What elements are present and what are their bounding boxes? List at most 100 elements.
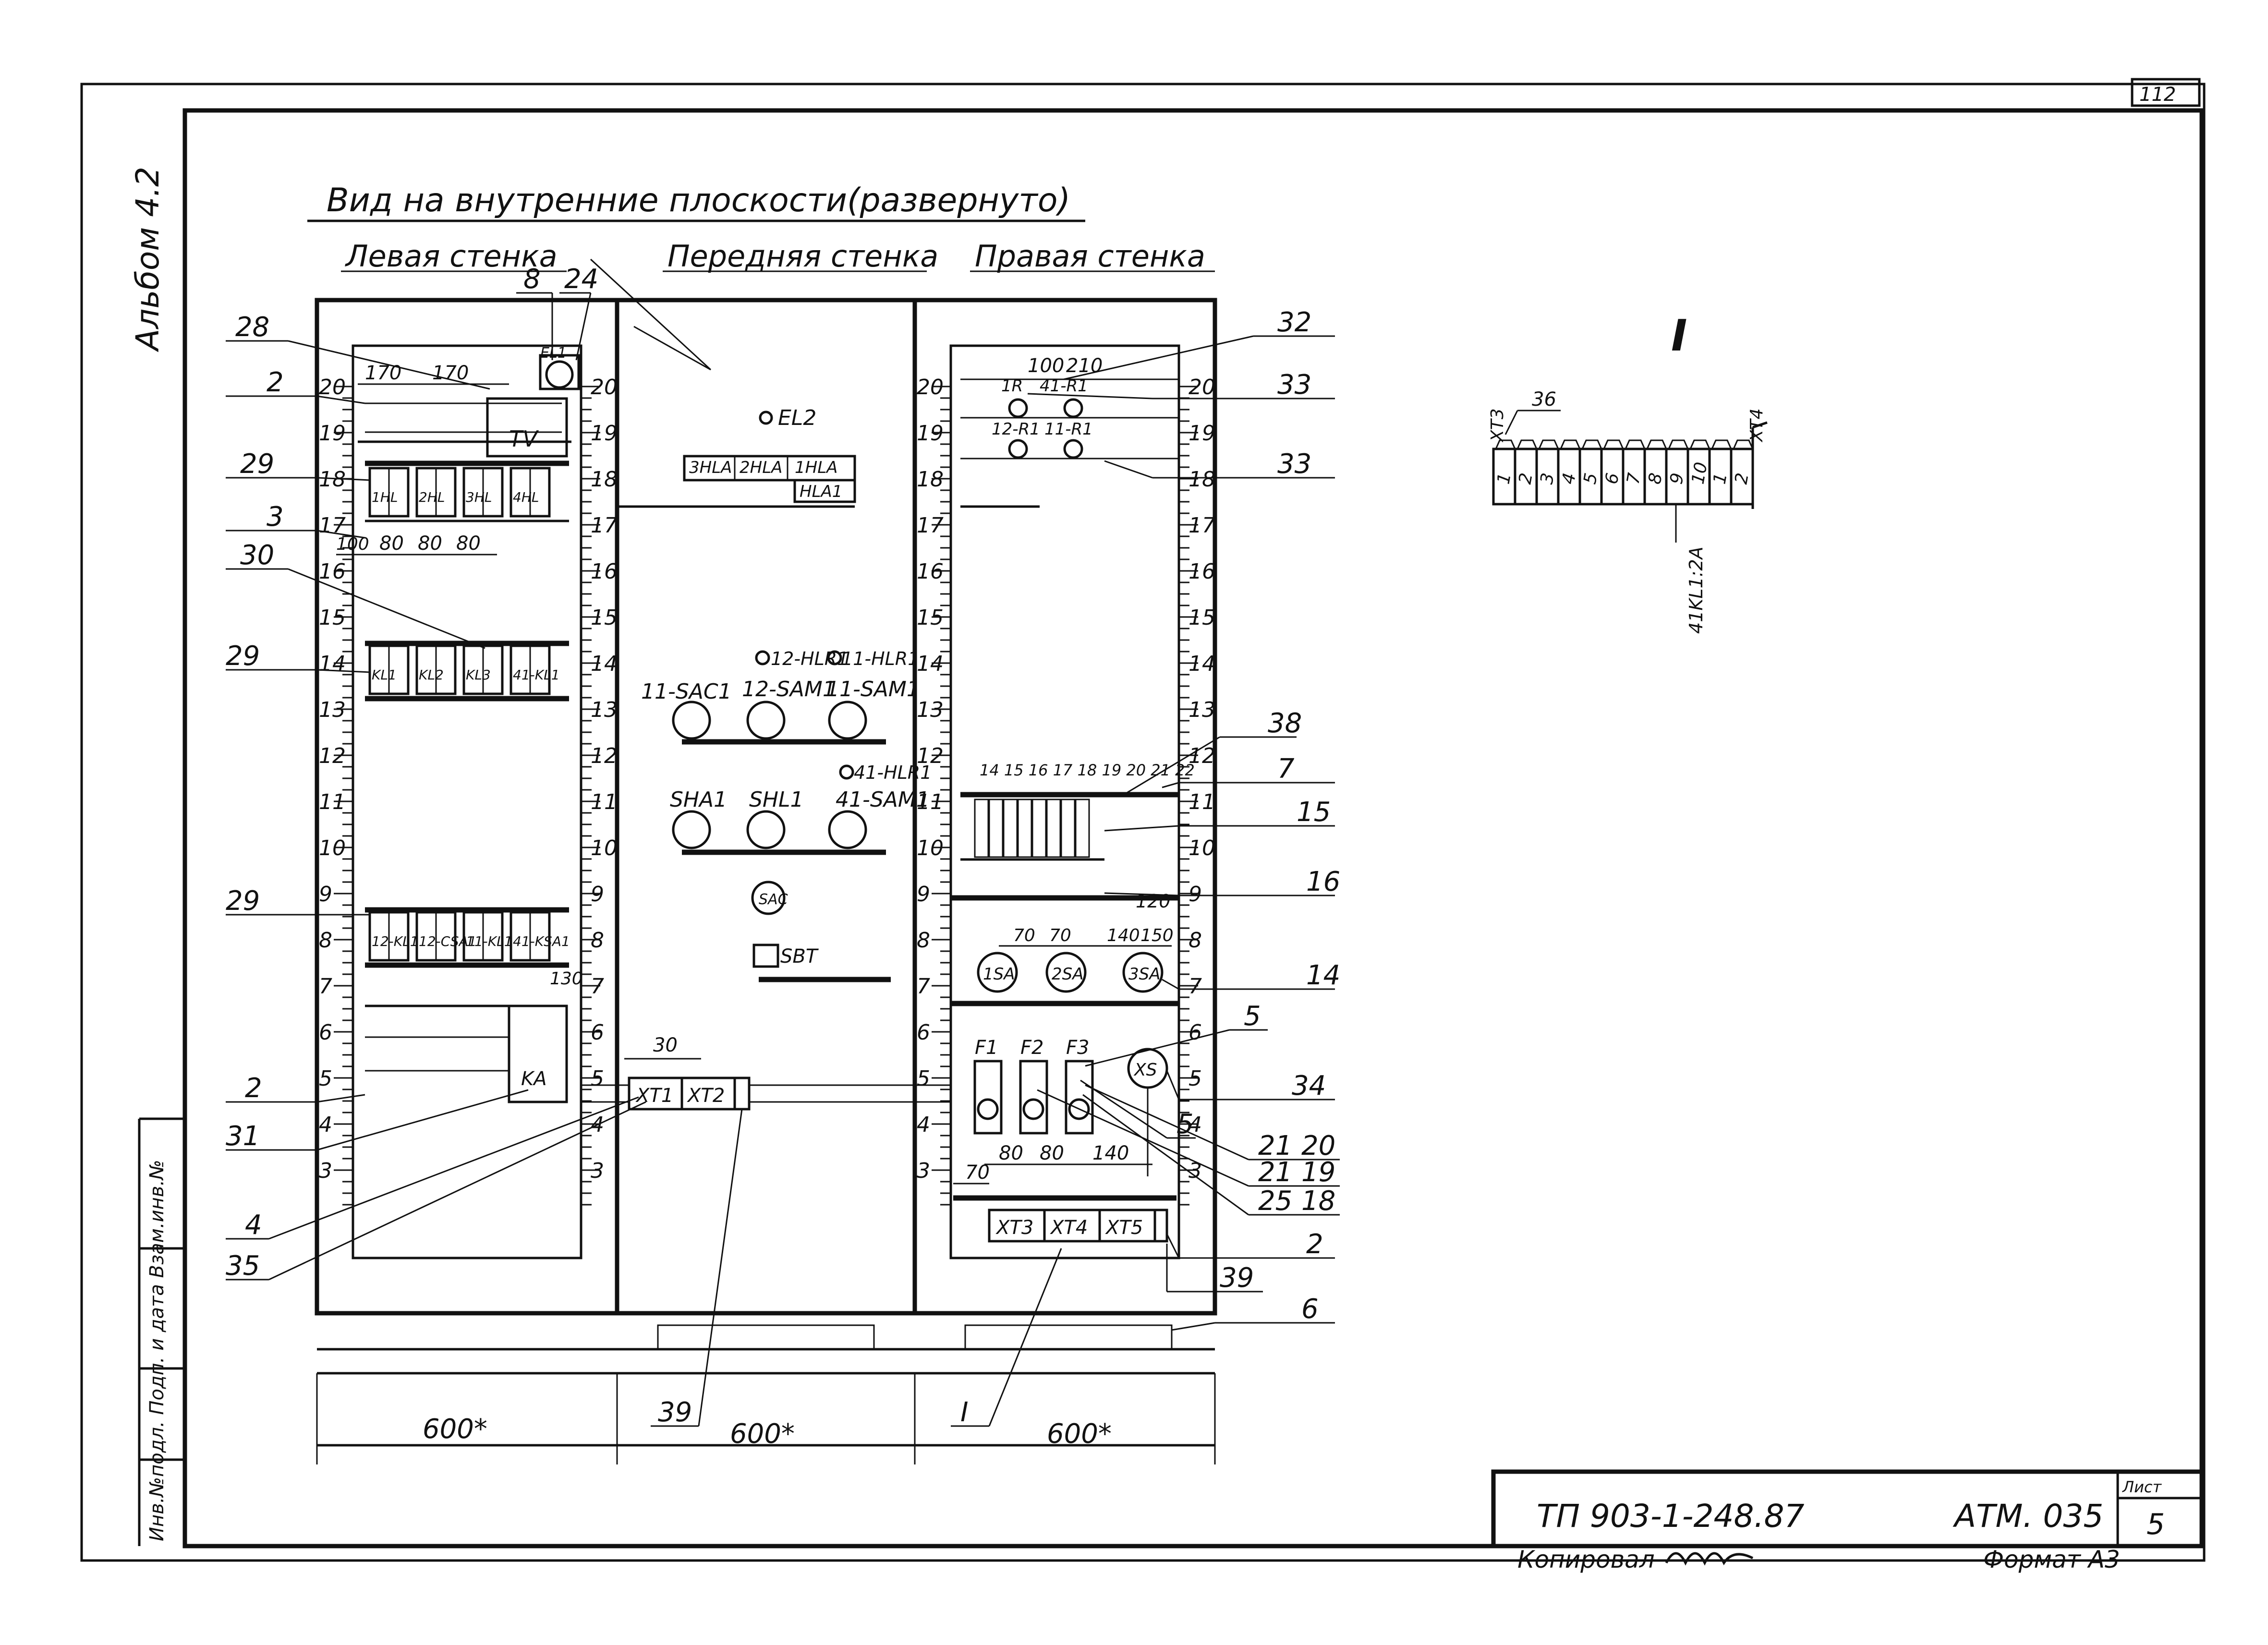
scale-strips: 2019181716151413121110987654320191817161… — [319, 375, 1215, 1206]
scale-label: 5 — [1189, 1066, 1202, 1091]
scale-label: 14 — [591, 652, 618, 676]
dim-600-left: 600* — [423, 1414, 487, 1445]
scale-label: 20 — [319, 375, 346, 399]
scale-label: 6 — [591, 1020, 604, 1045]
callout-pointer — [1104, 892, 1179, 896]
lamp-hla1-box — [793, 479, 856, 503]
callout-pointer — [288, 340, 490, 390]
terminal-module — [988, 798, 1004, 858]
callout-pointer — [1171, 1322, 1215, 1331]
scale-label: 11 — [1189, 790, 1215, 814]
callout-pointer — [1123, 736, 1220, 796]
callout-35: 35 — [226, 1250, 260, 1282]
detail-cell-tab — [1733, 439, 1754, 449]
switch-11-sac1: 11-SAC1 — [641, 679, 732, 704]
fuse-f2-label: F2 — [1020, 1037, 1043, 1059]
callout-pointer — [1166, 1070, 1180, 1100]
resistor-icon — [1008, 439, 1028, 459]
scale-label: 20 — [1189, 375, 1215, 399]
album-label: Альбом 4.2 — [129, 167, 166, 352]
callout-32: 32 — [1277, 307, 1311, 338]
callout-29: 29 — [240, 448, 274, 480]
title-block: ТП 903-1-248.87 АТМ. 035 Лист 5 — [1491, 1469, 2204, 1548]
resistor-11-r1: 11-R1 — [1044, 420, 1093, 439]
lamp-hla1: HLA1 — [800, 482, 842, 501]
xs-label: XS — [1133, 1060, 1157, 1080]
corner-number: 112 — [2139, 84, 2176, 106]
scale-label: 15 — [917, 605, 944, 630]
dim-210: 210 — [1066, 355, 1103, 377]
fuse-f3-label: F3 — [1066, 1037, 1089, 1059]
detail-cell-label: 7 — [1623, 472, 1644, 486]
transformer-tv — [486, 397, 568, 458]
terminal-module — [1031, 798, 1047, 858]
scale-label: 14 — [319, 652, 346, 676]
lamp-icon — [755, 650, 770, 665]
terminal-end — [1153, 1209, 1168, 1243]
side-stamp-text: Инв.№подл. Подп. и дата Взам.инв.№ — [146, 1160, 168, 1541]
callout-pointer — [268, 1096, 639, 1240]
relay-label: 11-KL1 — [466, 933, 513, 949]
terminal-module — [1075, 798, 1090, 858]
scale-label: 7 — [591, 974, 604, 999]
switch-12-sam1: 12-SAM1 — [742, 677, 836, 702]
xt3-label: XT3 — [995, 1217, 1033, 1239]
right-wall-title: Правая стенка — [975, 239, 1205, 274]
scale-label: 9 — [1189, 882, 1202, 907]
scale-label: 10 — [319, 836, 346, 860]
lamp-el2-icon — [759, 411, 773, 425]
scale-label: 20 — [591, 375, 618, 399]
callout-3: 3 — [267, 501, 284, 532]
dim-150: 150 — [1140, 926, 1174, 945]
xt1-label: XT1 — [635, 1085, 673, 1107]
scale-label: 9 — [319, 882, 332, 907]
el1-label: EL1 — [540, 345, 567, 362]
detail-leader — [1504, 410, 1518, 435]
detail-cell-label: 2 — [1731, 472, 1752, 486]
callout-21: 21 — [1258, 1130, 1292, 1161]
callout-pointer — [268, 1101, 646, 1281]
scale-label: 20 — [917, 375, 944, 399]
scale-label: 9 — [591, 882, 604, 907]
callout-38: 38 — [1268, 708, 1302, 739]
scale-label: 11 — [591, 790, 618, 814]
dim-170a: 170 — [365, 362, 401, 384]
scale-label: 11 — [917, 790, 944, 814]
scale-label: 9 — [917, 882, 930, 907]
detail-cell-label: 8 — [1645, 472, 1666, 486]
lamp-el1-icon — [545, 360, 574, 389]
switch-2sa-icon — [1045, 952, 1087, 993]
detail-cell-tab — [1646, 439, 1667, 449]
switch-icon — [828, 701, 867, 740]
callout-pointer — [988, 1248, 1062, 1427]
detail-cell-label: 1 — [1710, 472, 1731, 486]
scale-label: 10 — [1189, 836, 1215, 860]
switch-icon — [828, 810, 867, 849]
callout-pointer — [1085, 1029, 1230, 1067]
callout-pointer — [590, 258, 712, 371]
footer-copied: Копировал — [1517, 1546, 1655, 1573]
callout-25: 25 — [1258, 1185, 1292, 1217]
resistor-icon — [1008, 398, 1028, 418]
callout-5: 5 — [1176, 1109, 1194, 1140]
callout-pointer — [1166, 1234, 1180, 1258]
resistor-icon — [1063, 398, 1083, 418]
1sa-label: 1SA — [983, 965, 1015, 984]
scale-label: 8 — [917, 928, 930, 953]
tv-label: TV — [509, 426, 539, 452]
el2-label: EL2 — [778, 406, 816, 430]
lamp-icon — [827, 650, 842, 665]
2sa-label: 2SA — [1052, 965, 1083, 984]
callout-pointer — [633, 326, 711, 371]
detail-cell-tab — [1516, 439, 1538, 449]
callout-30: 30 — [240, 540, 274, 571]
dim-170b: 170 — [432, 362, 469, 384]
scale-label: 12 — [319, 744, 346, 768]
callout-pointer — [316, 477, 370, 481]
relay-label: 12-KL1 — [372, 933, 419, 949]
terminal-module — [974, 798, 989, 858]
callout-2: 2 — [267, 367, 284, 398]
left-wall-title: Левая стенка — [345, 239, 558, 274]
detail-cell-label: 4 — [1558, 472, 1579, 486]
